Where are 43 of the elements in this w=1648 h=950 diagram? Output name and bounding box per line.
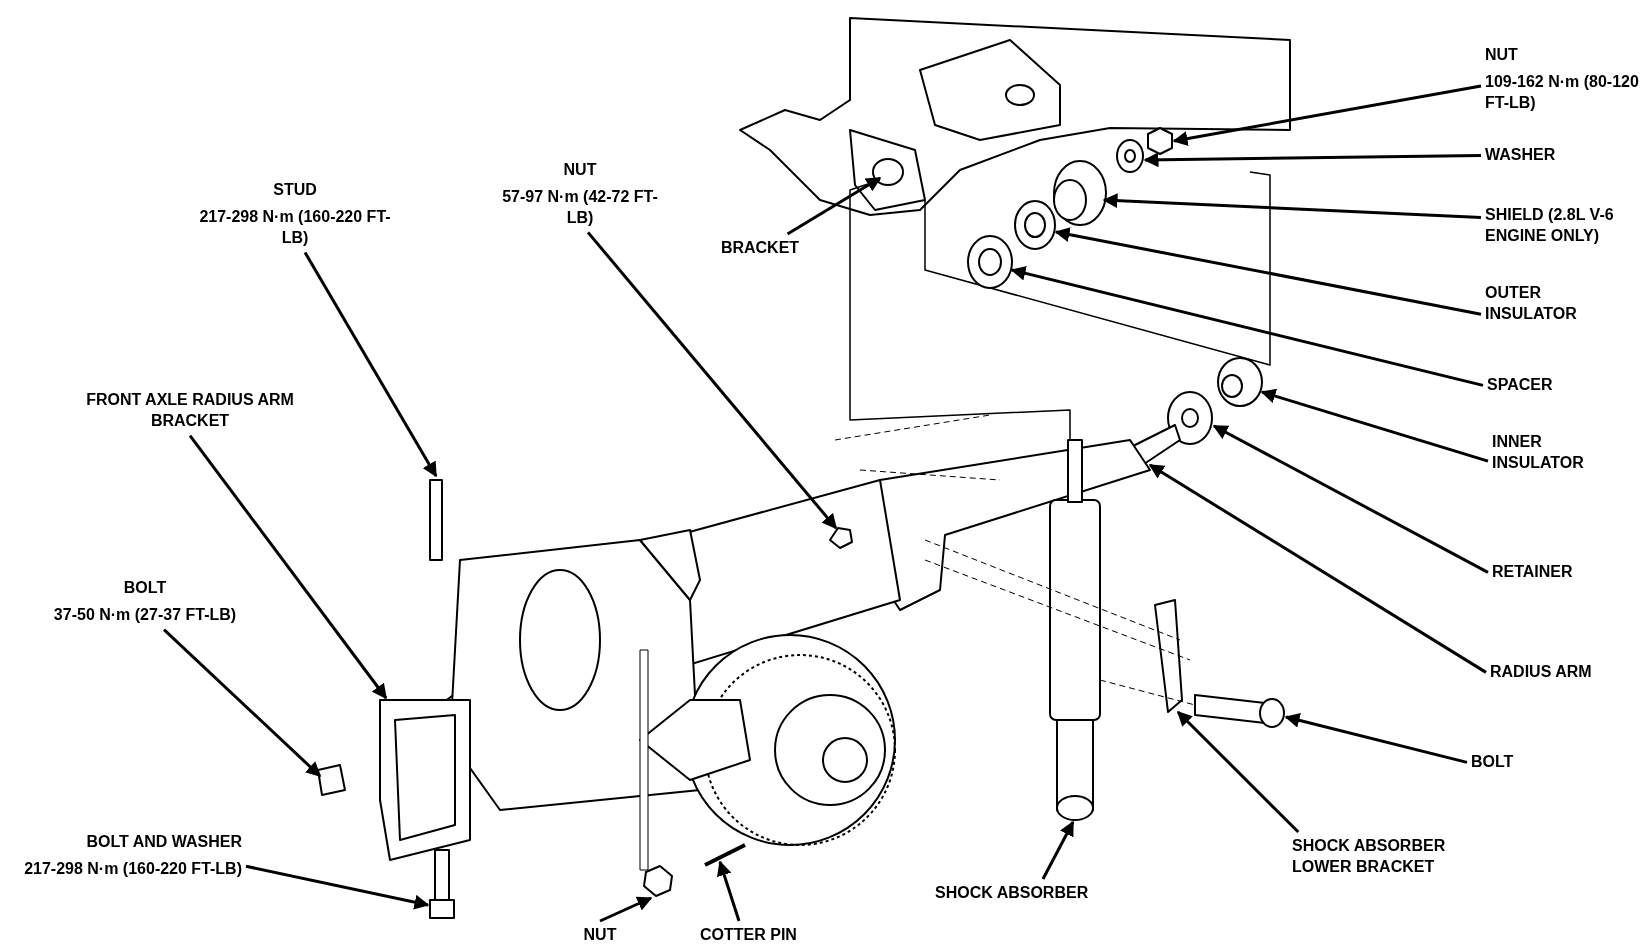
part-label: COTTER PIN bbox=[700, 925, 830, 946]
part-label: SPACER bbox=[1487, 375, 1637, 396]
leader-line bbox=[1041, 820, 1075, 880]
part-label: RETAINER bbox=[1492, 562, 1632, 583]
leader-line bbox=[1054, 227, 1482, 316]
leader-line bbox=[1010, 265, 1484, 387]
leader-line bbox=[717, 860, 741, 922]
leader-line bbox=[1148, 463, 1487, 674]
torque-spec: 57-97 N·m (42-72 FT-LB) bbox=[501, 186, 659, 228]
leader-line bbox=[1284, 713, 1468, 764]
leader-line bbox=[1212, 424, 1489, 574]
leader-line bbox=[786, 176, 882, 236]
part-label: SHOCK ABSORBER bbox=[935, 883, 1115, 904]
part-label: STUD bbox=[272, 180, 318, 200]
torque-spec: 217-298 N·m (160-220 FT-LB) bbox=[198, 206, 392, 248]
leader-line bbox=[1102, 193, 1482, 219]
leader-line bbox=[599, 896, 653, 923]
leader-line bbox=[1176, 710, 1300, 834]
leader-line bbox=[586, 231, 838, 530]
torque-spec: 217-298 N·m (160-220 FT-LB) bbox=[23, 858, 242, 879]
part-label: BOLT bbox=[122, 578, 168, 598]
leader-line bbox=[188, 434, 388, 700]
part-label: SHOCK ABSORBER LOWER BRACKET bbox=[1292, 836, 1502, 878]
part-label: BRACKET bbox=[705, 238, 815, 259]
part-label: OUTER INSULATOR bbox=[1485, 283, 1635, 325]
part-label: NUT bbox=[1485, 45, 1519, 65]
part-label: FRONT AXLE RADIUS ARM BRACKET bbox=[60, 390, 320, 432]
part-label: INNER INSULATOR bbox=[1492, 432, 1632, 474]
part-label: BOLT bbox=[1471, 752, 1591, 773]
leader-line bbox=[1143, 152, 1482, 168]
leader-line bbox=[245, 864, 430, 910]
part-label: NUT bbox=[570, 925, 630, 946]
leader-line bbox=[1172, 84, 1482, 146]
part-label: NUT bbox=[562, 160, 598, 180]
part-label: BOLT AND WASHER bbox=[85, 832, 242, 852]
part-label: RADIUS ARM bbox=[1490, 662, 1640, 683]
leader-line bbox=[303, 251, 438, 478]
torque-spec: 37-50 N·m (27-37 FT-LB) bbox=[52, 604, 238, 625]
part-label: SHIELD (2.8L V-6 ENGINE ONLY) bbox=[1485, 205, 1635, 247]
part-label: WASHER bbox=[1485, 145, 1635, 166]
torque-spec: 109-162 N·m (80-120 FT-LB) bbox=[1485, 71, 1640, 113]
leader-line bbox=[1260, 388, 1489, 463]
leader-line bbox=[162, 628, 322, 778]
